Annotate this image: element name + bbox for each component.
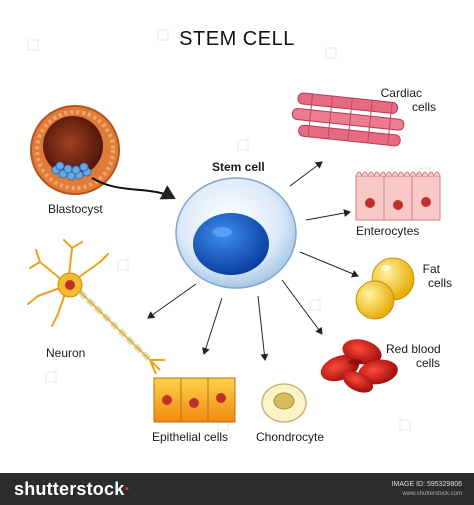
label-cardiac-2: cells	[411, 100, 436, 114]
image-id: IMAGE ID: 595329806	[391, 481, 462, 488]
stem-cell-illustration	[175, 177, 297, 289]
label-red-blood-2: cells	[416, 356, 441, 370]
arrow-enterocytes	[305, 209, 351, 221]
credit-url: www.shutterstock.com	[402, 491, 462, 497]
label-enterocytes: Enterocytes	[356, 224, 420, 238]
arrow-chondrocyte	[257, 295, 269, 361]
shutterstock-logo: shutterstock·	[14, 479, 131, 500]
label-fat-1: Fat	[422, 262, 440, 276]
arrow-fat	[299, 251, 359, 278]
label-cardiac-1: Cardiac	[380, 86, 422, 100]
label-blastocyst: Blastocyst	[48, 202, 103, 216]
watermark-pattern	[27, 29, 431, 431]
logo-dot: ·	[124, 479, 131, 499]
logo-text: shutterstock	[14, 479, 125, 499]
arrow-cardiac	[289, 161, 323, 187]
diagram-canvas: STEM CELL	[27, 28, 452, 444]
label-epithelial: Epithelial cells	[152, 430, 229, 444]
fat-cells-illustration	[355, 257, 415, 320]
label-stem-cell: Stem cell	[212, 160, 265, 174]
arrow-neuron	[147, 283, 197, 319]
label-fat-2: cells	[427, 276, 452, 290]
arrow-epithelial	[202, 297, 223, 355]
blastocyst-illustration	[30, 105, 120, 195]
label-red-blood-1: Red blood	[386, 342, 441, 356]
cardiac-cells-illustration	[291, 92, 405, 147]
red-blood-cells-illustration	[320, 339, 398, 393]
blastocyst-arrow	[91, 177, 176, 200]
arrow-red-blood	[281, 279, 323, 335]
label-neuron: Neuron	[46, 346, 86, 360]
stock-footer-bar: shutterstock· IMAGE ID: 595329806 www.sh…	[0, 473, 474, 505]
diagram-artwork	[27, 29, 441, 431]
diagram-title: STEM CELL	[179, 28, 295, 50]
label-chondrocyte: Chondrocyte	[256, 430, 325, 444]
neuron-illustration	[27, 239, 165, 375]
enterocytes-illustration	[355, 171, 441, 221]
epithelial-cells-illustration	[153, 377, 236, 423]
chondrocyte-illustration	[261, 383, 307, 423]
